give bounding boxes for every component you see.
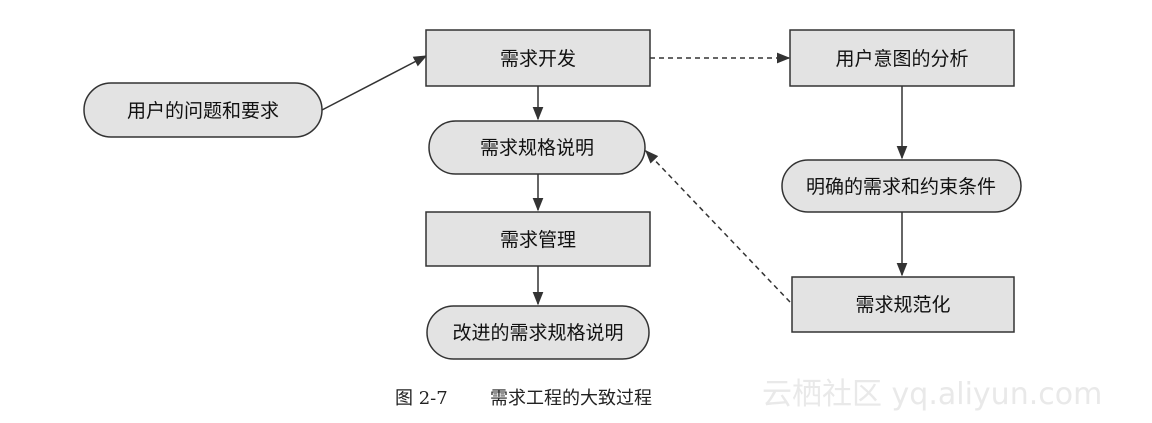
edge-user-problems-to-req-dev: [321, 55, 428, 111]
figure-caption: 图 2-7 需求工程的大致过程: [395, 388, 652, 409]
label-user-intent: 用户意图的分析: [835, 48, 968, 70]
node-user-intent: [789, 29, 1015, 87]
label-req-dev: 需求开发: [500, 48, 576, 70]
edge-req-normalize-to-req-spec: [645, 150, 791, 303]
node-improved-spec: [426, 305, 650, 360]
edges: [321, 52, 908, 306]
nodes: [83, 29, 1022, 360]
caption-title: 需求工程的大致过程: [490, 388, 652, 409]
caption-number: 图 2-7: [395, 388, 448, 409]
label-req-normalize: 需求规范化: [855, 294, 950, 316]
node-labels: 用户的问题和要求 需求开发 用户意图的分析 需求规格说明 明确的需求和约束条件 …: [127, 48, 996, 344]
label-improved-spec: 改进的需求规格说明: [452, 322, 623, 344]
label-clear-req: 明确的需求和约束条件: [806, 176, 996, 198]
node-user-problems: [83, 82, 323, 138]
label-user-problems: 用户的问题和要求: [127, 100, 279, 122]
node-req-dev: [425, 29, 651, 87]
node-req-normalize: [791, 276, 1015, 333]
label-req-spec: 需求规格说明: [480, 137, 594, 159]
node-req-spec: [428, 120, 646, 175]
watermark-text: 云栖社区 yq.aliyun.com: [762, 377, 1102, 412]
node-clear-req: [781, 159, 1022, 213]
label-req-mgmt: 需求管理: [500, 229, 576, 251]
node-req-mgmt: [425, 211, 651, 267]
